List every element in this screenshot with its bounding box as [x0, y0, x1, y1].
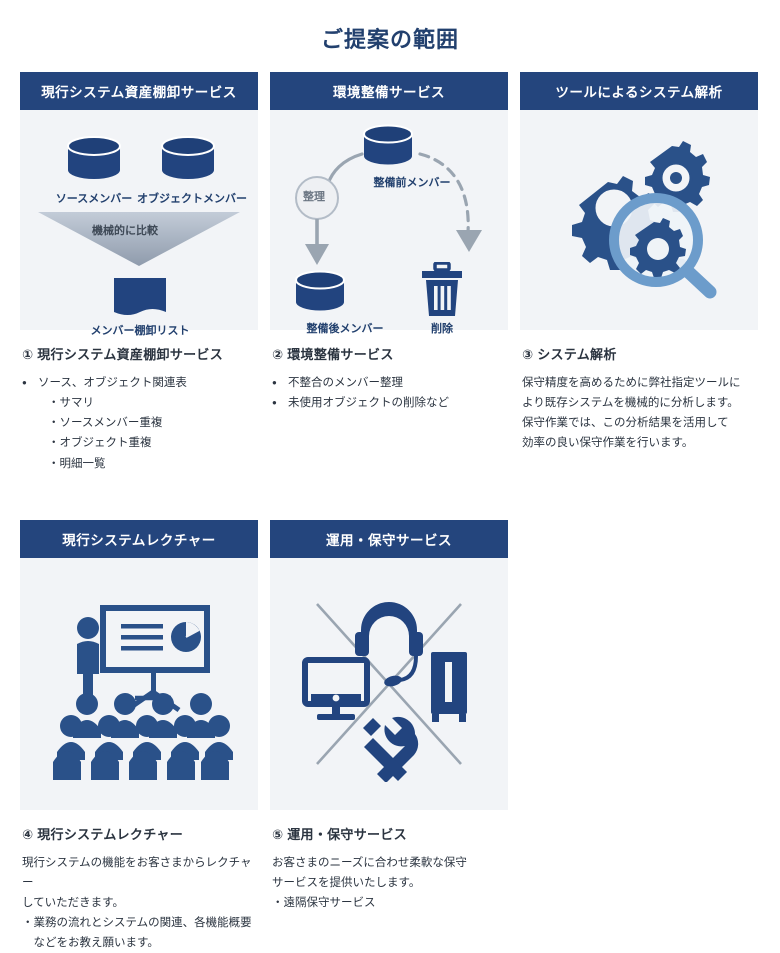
- delete-arrow-icon: [418, 152, 482, 252]
- column-asset-inventory: 現行システム資産棚卸サービス ソースメンバー: [20, 72, 258, 474]
- card-header-tool-analysis: ツールによるシステム解析: [520, 72, 758, 110]
- inventory-list-label: メンバー棚卸リスト: [90, 325, 190, 337]
- column-tool-analysis: ツールによるシステム解析: [520, 72, 758, 474]
- source-member-label: ソースメンバー: [55, 193, 133, 205]
- paragraph-line: 保守精度を高めるために弊社指定ツールに: [522, 377, 741, 389]
- caption-paragraph-tool-analysis: 保守精度を高めるために弊社指定ツールに より既存システムを機械的に分析します。 …: [522, 373, 756, 454]
- card-header-operation-maintenance: 運用・保守サービス: [270, 519, 508, 558]
- caption-title-asset-inventory: ① 現行システム資産棚卸サービス: [22, 347, 224, 362]
- support-services-icon: [302, 601, 467, 782]
- paragraph-line: ・業務の流れとシステムの関連、各機能概要: [22, 917, 252, 929]
- caption-environment-maintenance: ② 環境整備サービス 不整合のメンバー整理 未使用オブジェクトの削除など: [270, 330, 508, 414]
- organize-arrow-icon: [295, 152, 364, 265]
- diagram-asset-inventory: ソースメンバー オブジェクトメンバー 機械的に比較: [20, 110, 258, 337]
- trash-can-icon: [422, 262, 462, 316]
- diagram-environment-maintenance: 整備前メンバー 整理: [270, 110, 508, 335]
- caption-title-system-lecture: ④ 現行システムレクチャー: [22, 826, 183, 842]
- object-member-cylinder-icon: [161, 136, 215, 179]
- column-system-lecture: 現行システムレクチャー: [20, 519, 258, 953]
- delete-label: 削除: [431, 323, 453, 335]
- list-item: ・オブジェクト重複: [48, 437, 152, 450]
- card-system-lecture[interactable]: 現行システムレクチャー: [20, 519, 258, 810]
- column-operation-maintenance: 運用・保守サービス: [270, 519, 508, 953]
- caption-list-asset-inventory: ソース、オブジェクト関連表 ・サマリ ・ソースメンバー重複 ・オブジェクト重複 …: [22, 373, 256, 474]
- list-item: 不整合のメンバー整理: [272, 373, 506, 394]
- column-environment-maintenance: 環境整備サービス 整備前メンバー: [270, 72, 508, 474]
- paragraph-line: していただきます。: [22, 896, 125, 909]
- paragraph-line: 効率の良い保守作業を行います。: [522, 437, 694, 450]
- card-asset-inventory[interactable]: 現行システム資産棚卸サービス ソースメンバー: [20, 72, 258, 337]
- caption-title-tool-analysis: ③ システム解析: [522, 347, 617, 362]
- post-maintenance-cylinder-icon: [295, 270, 345, 311]
- caption-paragraph-system-lecture: 現行システムの機能をお客さまからレクチャー していただきます。 ・業務の流れとシ…: [22, 853, 256, 953]
- presentation-audience-icon: [53, 604, 233, 780]
- source-member-cylinder-icon: [67, 136, 121, 179]
- caption-title-operation-maintenance: ⑤ 運用・保守サービス: [272, 826, 407, 842]
- cards-grid: 現行システム資産棚卸サービス ソースメンバー: [0, 72, 780, 953]
- paragraph-line: 保守作業では、この分析結果を活用して: [522, 417, 729, 430]
- paragraph-line: ・遠隔保守サービス: [272, 896, 376, 909]
- pre-maintenance-label: 整備前メンバー: [373, 177, 451, 189]
- compare-arrow-icon: [38, 212, 240, 266]
- caption-system-lecture: ④ 現行システムレクチャー 現行システムの機能をお客さまからレクチャー していた…: [20, 810, 258, 953]
- card-environment-maintenance[interactable]: 環境整備サービス 整備前メンバー: [270, 72, 508, 335]
- gears-magnifier-icon: [572, 141, 717, 299]
- paragraph-line: より既存システムを機械的に分析します。: [522, 397, 739, 410]
- paragraph-line: などをお教え願います。: [22, 937, 159, 950]
- paragraph-line: サービスを提供いたします。: [272, 876, 421, 889]
- card-body-operation-maintenance: [270, 558, 508, 810]
- card-header-environment-maintenance: 環境整備サービス: [270, 72, 508, 110]
- paragraph-line: お客さまのニーズに合わせ柔軟な保守: [272, 856, 467, 869]
- card-body-environment-maintenance: 整備前メンバー 整理: [270, 110, 508, 335]
- card-body-asset-inventory: ソースメンバー オブジェクトメンバー 機械的に比較: [20, 110, 258, 337]
- list-item: ・明細一覧: [48, 457, 106, 470]
- card-body-tool-analysis: [520, 110, 758, 330]
- caption-list-environment-maintenance: 不整合のメンバー整理 未使用オブジェクトの削除など: [272, 373, 506, 414]
- caption-title-environment-maintenance: ② 環境整備サービス: [272, 347, 394, 362]
- card-body-system-lecture: [20, 558, 258, 810]
- post-maintenance-label: 整備後メンバー: [306, 323, 384, 335]
- inventory-list-icon: [114, 278, 166, 315]
- caption-paragraph-operation-maintenance: お客さまのニーズに合わせ柔軟な保守 サービスを提供いたします。 ・遠隔保守サービ…: [272, 853, 506, 913]
- card-tool-analysis[interactable]: ツールによるシステム解析: [520, 72, 758, 330]
- list-item: ・サマリ: [48, 397, 94, 410]
- object-member-label: オブジェクトメンバー: [137, 193, 247, 205]
- compare-arrow-label: 機械的に比較: [92, 225, 158, 237]
- card-header-asset-inventory: 現行システム資産棚卸サービス: [20, 72, 258, 110]
- pre-maintenance-cylinder-icon: [363, 124, 413, 165]
- card-header-system-lecture: 現行システムレクチャー: [20, 519, 258, 558]
- caption-asset-inventory: ① 現行システム資産棚卸サービス ソース、オブジェクト関連表 ・サマリ ・ソース…: [20, 330, 258, 474]
- row-spacer: [20, 486, 760, 508]
- caption-tool-analysis: ③ システム解析 保守精度を高めるために弊社指定ツールに より既存システムを機械…: [520, 330, 758, 454]
- list-item: ・ソースメンバー重複: [48, 417, 163, 430]
- list-item: ソース、オブジェクト関連表: [22, 373, 256, 394]
- page-title: ご提案の範囲: [320, 27, 459, 52]
- card-operation-maintenance[interactable]: 運用・保守サービス: [270, 519, 508, 810]
- paragraph-line: 現行システムの機能をお客さまからレクチャー: [22, 856, 252, 889]
- organize-label: 整理: [303, 191, 325, 203]
- list-item: 未使用オブジェクトの削除など: [272, 393, 506, 414]
- caption-operation-maintenance: ⑤ 運用・保守サービス お客さまのニーズに合わせ柔軟な保守 サービスを提供いたし…: [270, 810, 508, 913]
